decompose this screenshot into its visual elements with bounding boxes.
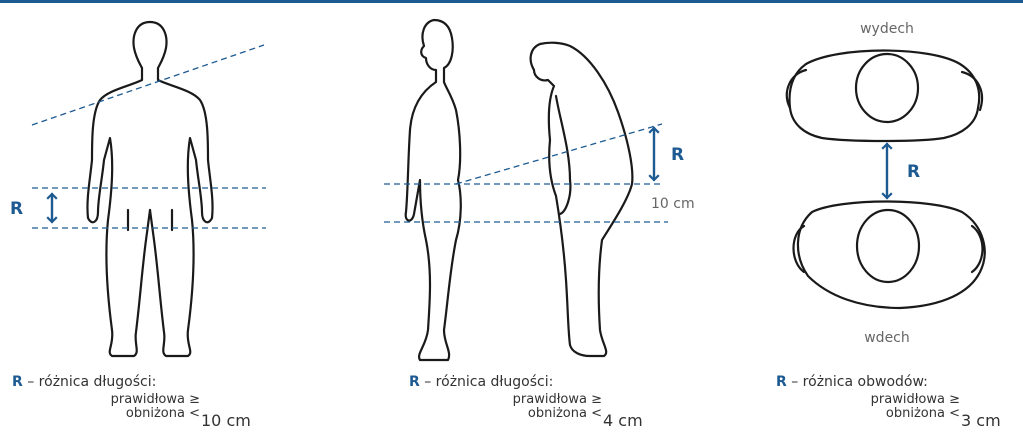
exhale-label: wydech (860, 21, 914, 37)
shoulder-line (32, 45, 264, 125)
side-figure-bent (531, 43, 633, 356)
normal-criterion: prawidłowa ≥ (852, 393, 960, 407)
caption-r: R (776, 374, 787, 390)
caption-figure2: R – różnica długości: (409, 374, 553, 390)
inhale-label: wdech (864, 330, 910, 346)
threshold-value: 10 cm (201, 411, 251, 430)
r-label: R (671, 145, 684, 165)
distance-note: 10 cm (651, 196, 695, 212)
normal-criterion: prawidłowa ≥ (490, 393, 602, 407)
threshold-value: 4 cm (603, 411, 643, 430)
r-label: R (10, 199, 23, 219)
criteria-figure1: prawidłowa ≥ obniżona < (88, 393, 200, 421)
threshold-value: 3 cm (961, 411, 1001, 430)
front-figure (87, 22, 212, 356)
caption-text: – różnica długości: (424, 374, 553, 390)
reduced-criterion: obniżona < (852, 407, 960, 421)
caption-figure3: R – różnica obwodów: (776, 374, 928, 390)
r-label: R (907, 162, 920, 182)
chest-inhale-view (794, 202, 985, 309)
caption-r: R (409, 374, 420, 390)
caption-text: – różnica obwodów: (791, 374, 928, 390)
criteria-figure3: prawidłowa ≥ obniżona < (852, 393, 960, 421)
side-figure-upright (406, 20, 461, 360)
criteria-figure2: prawidłowa ≥ obniżona < (490, 393, 602, 421)
normal-criterion: prawidłowa ≥ (88, 393, 200, 407)
caption-figure1: R – różnica długości: (12, 374, 156, 390)
caption-text: – różnica długości: (27, 374, 156, 390)
reduced-criterion: obniżona < (490, 407, 602, 421)
reach-line (456, 124, 662, 184)
chest-exhale-view (787, 51, 982, 142)
reduced-criterion: obniżona < (88, 407, 200, 421)
caption-r: R (12, 374, 23, 390)
